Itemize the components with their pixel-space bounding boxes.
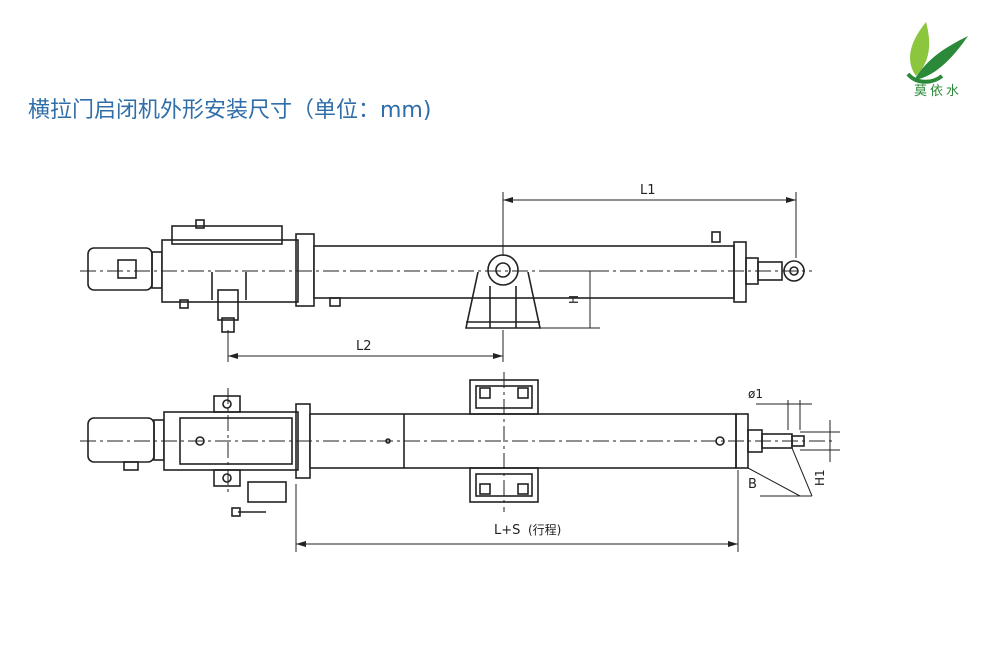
dim-ls-label: L+S [494, 523, 520, 538]
dim-phi1-label: ø1 [748, 387, 763, 401]
dim-h-label: H [567, 295, 581, 304]
motor-top [87, 247, 163, 291]
cylinder-top [313, 231, 747, 307]
handwheel-bottom [231, 481, 287, 517]
dim-h1-label: H1 [813, 469, 827, 486]
dim-l2-label: L2 [356, 339, 372, 354]
dim-l1-label: L1 [640, 183, 656, 198]
dim-b-label: B [748, 477, 757, 492]
trunnion-top [465, 254, 541, 329]
logo-text: 莫依水 [913, 84, 962, 99]
page-title: 横拉门启闭机外形安装尺寸（单位：mm) [28, 98, 432, 123]
logo-leaf-icon [906, 22, 968, 84]
motor-bottom [87, 417, 165, 471]
dim-stroke-label: (行程) [528, 522, 561, 537]
